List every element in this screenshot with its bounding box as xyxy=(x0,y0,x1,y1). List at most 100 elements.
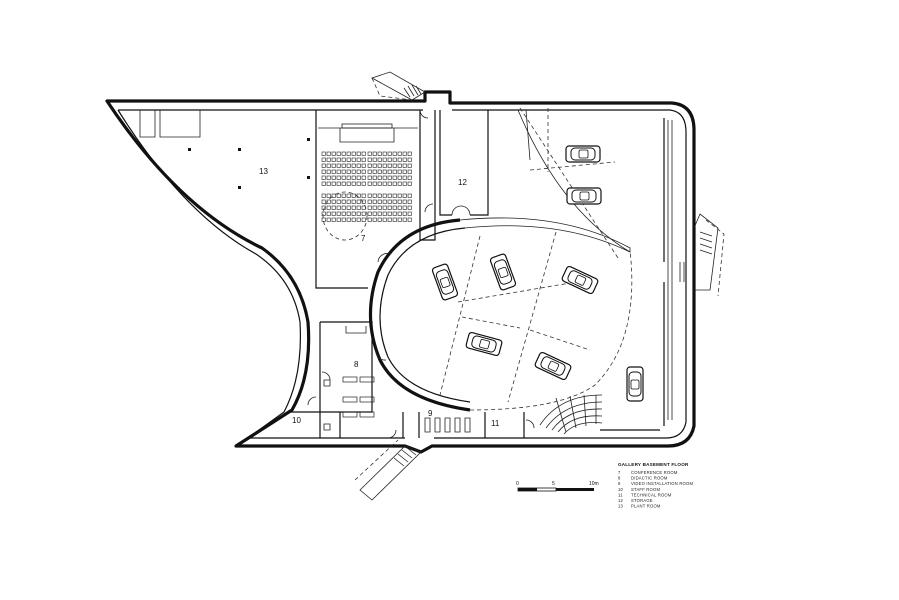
seat xyxy=(341,181,346,186)
seat xyxy=(331,193,336,198)
legend-number: 8 xyxy=(618,476,621,481)
seat xyxy=(372,151,377,156)
seat xyxy=(356,211,361,216)
seat xyxy=(336,163,341,168)
seat xyxy=(382,163,387,168)
outer-wall xyxy=(105,90,696,454)
parked-cars xyxy=(431,145,644,402)
seat xyxy=(326,175,331,180)
seat xyxy=(372,175,377,180)
seat xyxy=(356,175,361,180)
seat xyxy=(336,169,341,174)
car xyxy=(561,265,599,295)
seat xyxy=(361,217,366,222)
legend-room-name: DIDACTIC ROOM xyxy=(631,476,668,481)
seat xyxy=(402,157,407,162)
seat xyxy=(331,175,336,180)
seat xyxy=(397,151,402,156)
room-label-7: 7 xyxy=(361,234,366,243)
seat xyxy=(346,199,351,204)
seat xyxy=(367,163,372,168)
seat xyxy=(387,169,392,174)
seat xyxy=(321,163,326,168)
seat xyxy=(326,157,331,162)
seat xyxy=(372,205,377,210)
seat xyxy=(407,157,412,162)
doors-ellipse xyxy=(375,109,685,361)
seat xyxy=(361,163,366,168)
seat xyxy=(387,181,392,186)
room-label-9: 9 xyxy=(428,409,433,418)
seat xyxy=(321,151,326,156)
seat xyxy=(402,163,407,168)
seat xyxy=(402,205,407,210)
legend-room-name: CONFERENCE ROOM xyxy=(631,470,678,475)
doors-lower xyxy=(307,371,535,439)
column xyxy=(307,176,310,179)
desk xyxy=(342,411,358,418)
seat xyxy=(367,151,372,156)
seat xyxy=(351,181,356,186)
seat xyxy=(336,217,341,222)
seat xyxy=(326,151,331,156)
projection-zone xyxy=(322,191,368,241)
seat xyxy=(372,163,377,168)
seat xyxy=(356,217,361,222)
seat xyxy=(346,151,351,156)
seat xyxy=(326,163,331,168)
seat xyxy=(321,199,326,204)
seat xyxy=(346,217,351,222)
seat xyxy=(382,199,387,204)
seat xyxy=(372,199,377,204)
seat xyxy=(397,157,402,162)
seat xyxy=(351,151,356,156)
seat xyxy=(367,181,372,186)
seat xyxy=(397,205,402,210)
seat xyxy=(372,157,377,162)
car xyxy=(489,253,517,291)
seat xyxy=(361,199,366,204)
seat xyxy=(367,211,372,216)
seat xyxy=(361,175,366,180)
seat xyxy=(331,181,336,186)
seat xyxy=(372,193,377,198)
seat xyxy=(407,181,412,186)
seat xyxy=(407,169,412,174)
seat xyxy=(351,157,356,162)
seat xyxy=(336,211,341,216)
scale-label-5: 5 xyxy=(552,481,555,487)
seat xyxy=(346,169,351,174)
seat xyxy=(346,193,351,198)
legend-room-name: PLANT ROOM xyxy=(631,504,661,509)
spiral-stair xyxy=(539,394,603,435)
conference-stage xyxy=(318,127,418,143)
seat xyxy=(346,211,351,216)
seat xyxy=(377,151,382,156)
legend-number: 13 xyxy=(618,504,624,509)
seat xyxy=(346,175,351,180)
column xyxy=(238,186,241,189)
seat xyxy=(346,157,351,162)
seat xyxy=(387,151,392,156)
seat xyxy=(392,181,397,186)
room-label-10: 10 xyxy=(292,416,301,425)
seat xyxy=(387,211,392,216)
seat xyxy=(336,199,341,204)
seat xyxy=(397,193,402,198)
seat xyxy=(372,217,377,222)
car xyxy=(431,263,459,301)
seat xyxy=(336,157,341,162)
seat xyxy=(387,205,392,210)
seat xyxy=(331,199,336,204)
seat xyxy=(361,193,366,198)
seat xyxy=(407,175,412,180)
seat xyxy=(341,211,346,216)
seating-block-left xyxy=(321,151,366,222)
car xyxy=(626,366,644,402)
seat xyxy=(336,193,341,198)
seat xyxy=(382,181,387,186)
seat xyxy=(356,151,361,156)
seat xyxy=(326,169,331,174)
didactic-room-furniture xyxy=(345,326,367,334)
room-label-12: 12 xyxy=(458,178,467,187)
